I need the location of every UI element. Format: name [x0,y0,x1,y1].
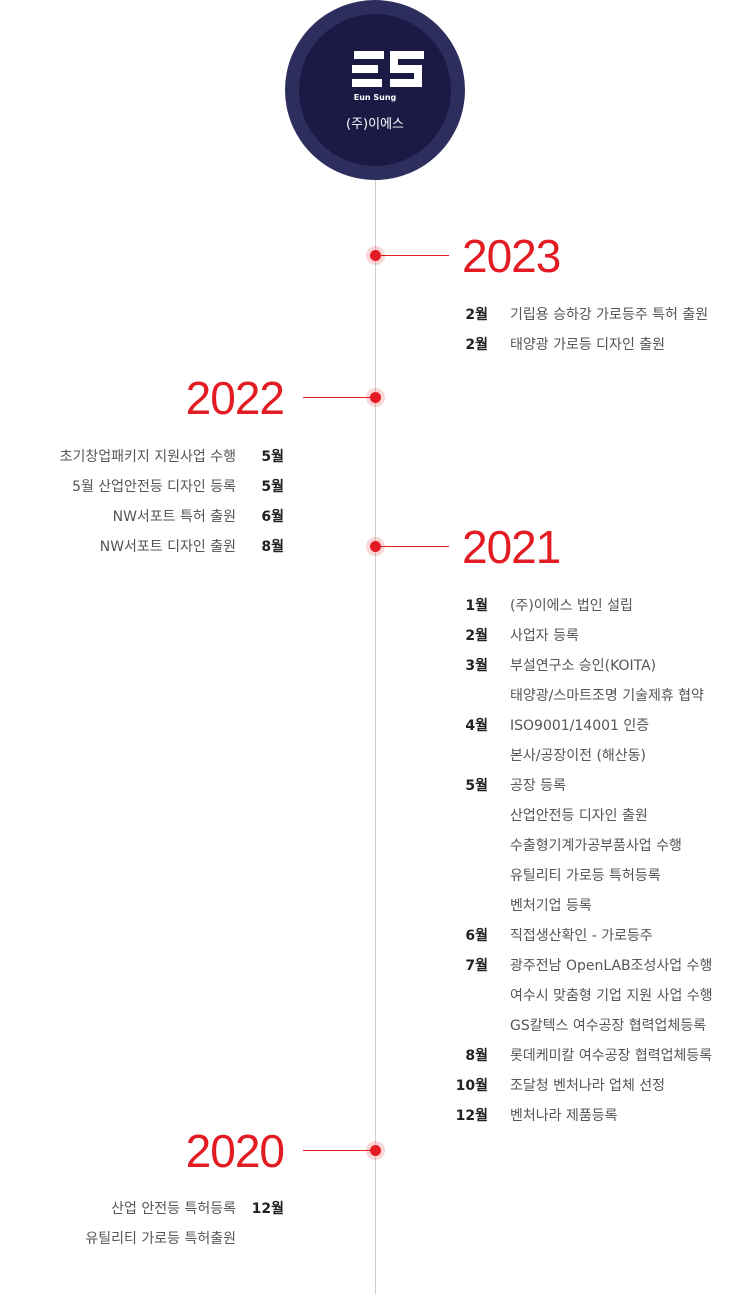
entry-text: 직접생산확인 - 가로등주 [510,928,653,944]
company-logo-badge: Eun Sung (주)이에스 [285,0,465,180]
entry-month: 5월 [261,479,284,495]
entry-month: 5월 [465,778,488,794]
history-entry: NW서포트 특허 출원 6월 [0,502,284,532]
logo-inner-circle: Eun Sung (주)이에스 [299,14,451,166]
entry-month: 8월 [465,1048,488,1064]
history-entry: 본사/공장이전 (해산동) [440,741,750,771]
entry-text: 산업안전등 디자인 출원 [510,808,648,824]
timeline-connector-2022 [303,397,370,398]
history-list-2020: 산업 안전등 특허등록 12월 유틸리티 가로등 특허출원 [0,1194,284,1254]
history-entry: 5월 산업안전등 디자인 등록 5월 [0,472,284,502]
entry-text: 산업 안전등 특허등록 [111,1201,236,1217]
entry-text: 사업자 등록 [510,628,579,644]
entry-text: NW서포트 디자인 출원 [99,539,236,555]
entry-text: 롯데케미칼 여수공장 협력업체등록 [510,1048,713,1064]
timeline-axis [375,120,376,1294]
entry-text: 조달청 벤처나라 업체 선정 [510,1078,666,1094]
year-heading-2020: 2020 [185,1125,285,1177]
entry-month: 5월 [261,449,284,465]
timeline-dot-2023 [370,250,381,261]
timeline-connector-2021 [381,546,449,547]
history-entry: NW서포트 디자인 출원 8월 [0,532,284,562]
entry-text: 부설연구소 승인(KOITA) [510,658,657,674]
history-entry: 7월 광주전남 OpenLAB조성사업 수행 [440,951,750,981]
history-entry: 4월 ISO9001/14001 인증 [440,711,750,741]
history-entry: 6월 직접생산확인 - 가로등주 [440,921,750,951]
entry-month: 12월 [455,1108,488,1124]
entry-text: 공장 등록 [510,778,566,794]
history-list-2021: 1월 (주)이에스 법인 설립 2월 사업자 등록 3월 부설연구소 승인(KOITA… [440,591,750,1131]
history-entry: 산업 안전등 특허등록 12월 [0,1194,284,1224]
history-entry: 여수시 맞춤형 기업 지원 사업 수행 [440,981,750,1011]
entry-text: GS칼텍스 여수공장 협력업체등록 [510,1018,707,1034]
entry-month: 12월 [251,1201,284,1217]
entry-month: 10월 [455,1078,488,1094]
entry-text: (주)이에스 법인 설립 [510,598,633,614]
es-logo-icon [352,51,424,87]
history-entry: 태양광/스마트조명 기술제휴 협약 [440,681,750,711]
entry-text: 태양광 가로등 디자인 출원 [510,337,666,353]
entry-month: 2월 [465,628,488,644]
entry-month: 2월 [465,307,488,323]
history-entry: 벤처기업 등록 [440,891,750,921]
history-entry: 3월 부설연구소 승인(KOITA) [440,651,750,681]
entry-month: 7월 [465,958,488,974]
entry-text: 벤처기업 등록 [510,898,592,914]
year-heading-2021: 2021 [462,521,561,573]
history-entry: 8월 롯데케미칼 여수공장 협력업체등록 [440,1041,750,1071]
entry-text: 5월 산업안전등 디자인 등록 [72,479,236,495]
entry-text: ISO9001/14001 인증 [510,718,650,734]
timeline-connector-2020 [303,1150,370,1151]
history-entry: 유틸리티 가로등 특허출원 [0,1224,284,1254]
entry-month: 4월 [465,718,488,734]
entry-month: 2월 [465,337,488,353]
history-entry: GS칼텍스 여수공장 협력업체등록 [440,1011,750,1041]
entry-month: 3월 [465,658,488,674]
entry-text: 유틸리티 가로등 특허출원 [85,1231,236,1247]
history-entry: 2월 사업자 등록 [440,621,750,651]
logo-name-kr: (주)이에스 [346,117,404,132]
entry-text: 여수시 맞춤형 기업 지원 사업 수행 [510,988,713,1004]
entry-text: 유틸리티 가로등 특허등록 [510,868,661,884]
entry-month: 8월 [261,539,284,555]
entry-text: 태양광/스마트조명 기술제휴 협약 [510,688,704,704]
year-heading-2022: 2022 [185,372,285,424]
entry-text: 기립용 승하강 가로등주 특허 출원 [510,307,709,323]
entry-text: 광주전남 OpenLAB조성사업 수행 [510,958,713,974]
history-entry: 1월 (주)이에스 법인 설립 [440,591,750,621]
timeline-connector-2023 [381,255,449,256]
entry-text: NW서포트 특허 출원 [112,509,236,525]
timeline-dot-2022 [370,392,381,403]
entry-month: 1월 [465,598,488,614]
timeline-dot-2020 [370,1145,381,1156]
history-entry: 수출형기계가공부품사업 수행 [440,831,750,861]
entry-month: 6월 [465,928,488,944]
history-entry: 초기창업패키지 지원사업 수행 5월 [0,442,284,472]
timeline-dot-2021 [370,541,381,552]
entry-text: 본사/공장이전 (해산동) [510,748,647,764]
history-entry: 유틸리티 가로등 특허등록 [440,861,750,891]
history-entry: 10월 조달청 벤처나라 업체 선정 [440,1071,750,1101]
history-entry: 5월 공장 등록 [440,771,750,801]
history-entry: 산업안전등 디자인 출원 [440,801,750,831]
history-entry: 2월 기립용 승하강 가로등주 특허 출원 [440,300,750,330]
logo-name-en: Eun Sung [353,93,397,102]
history-entry: 2월 태양광 가로등 디자인 출원 [440,330,750,360]
entry-text: 초기창업패키지 지원사업 수행 [59,449,236,465]
history-entry: 12월 벤처나라 제품등록 [440,1101,750,1131]
entry-text: 벤처나라 제품등록 [510,1108,618,1124]
entry-text: 수출형기계가공부품사업 수행 [510,838,682,854]
entry-month: 6월 [261,509,284,525]
year-heading-2023: 2023 [462,230,561,282]
history-list-2022: 초기창업패키지 지원사업 수행 5월 5월 산업안전등 디자인 등록 5월 NW서포… [0,442,284,562]
